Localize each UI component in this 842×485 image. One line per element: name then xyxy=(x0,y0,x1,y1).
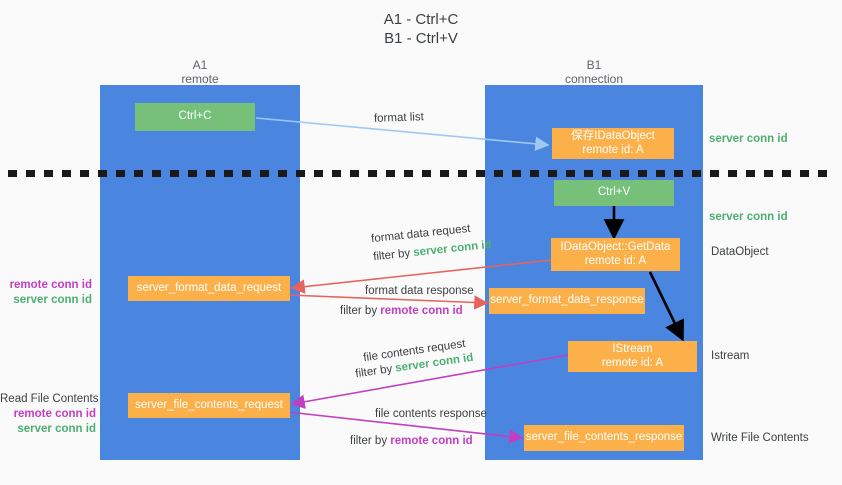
label-format-data-response-filter-key: remote conn id xyxy=(380,305,463,317)
column-b1-subtitle: connection xyxy=(564,72,624,86)
phase-divider xyxy=(8,170,834,177)
box-ctrl-v[interactable]: Ctrl+V xyxy=(554,180,674,206)
box-server-format-data-request[interactable]: server_format_data_request xyxy=(128,276,290,301)
box-ctrl-c[interactable]: Ctrl+C xyxy=(135,103,255,131)
box-server-file-contents-response[interactable]: server_file_contents_response xyxy=(524,425,684,451)
box-server-file-contents-response-label: server_file_contents_response xyxy=(525,431,683,444)
note-read-file-contents: Read File Contents xyxy=(0,393,99,405)
box-idataobject-getdata-line1: IDataObject::GetData xyxy=(560,241,671,253)
column-b1-title: B1 xyxy=(586,58,602,72)
box-ctrl-c-line1: Ctrl+C xyxy=(178,110,212,123)
label-format-data-request-filter-key: server conn id xyxy=(412,238,493,259)
note-file-server-conn-id: server conn id xyxy=(17,423,96,435)
note-file-conn-ids: Read File Contents remote conn id server… xyxy=(0,392,99,437)
column-a1-subtitle: remote xyxy=(181,72,219,86)
label-file-contents-response-filter-key: remote conn id xyxy=(390,435,473,447)
column-header-b1: B1 connection xyxy=(485,58,703,86)
page-title: A1 - Ctrl+C B1 - Ctrl+V xyxy=(0,10,842,48)
label-file-contents-response-filter-prefix: filter by xyxy=(350,435,391,447)
label-format-data-response: format data response xyxy=(365,285,474,297)
box-idataobject-getdata-line2: remote id: A xyxy=(584,254,647,267)
note-format-remote-conn-id: remote conn id xyxy=(9,279,92,291)
box-server-format-data-request-label: server_format_data_request xyxy=(136,281,282,294)
label-file-contents-response: file contents response xyxy=(375,408,487,420)
column-a1-title: A1 xyxy=(192,58,208,72)
box-ctrl-v-line1: Ctrl+V xyxy=(597,186,631,199)
note-format-conn-ids: remote conn id server conn id xyxy=(0,278,92,308)
label-format-data-response-filter: filter by remote conn id xyxy=(340,304,463,319)
box-idataobject-getdata[interactable]: IDataObject::GetData remote id: A xyxy=(551,238,680,271)
label-file-contents-request-filter-prefix: filter by xyxy=(354,362,397,381)
note-format-server-conn-id: server conn id xyxy=(13,294,92,306)
column-header-a1: A1 remote xyxy=(100,58,300,86)
note-server-conn-id-top: server conn id xyxy=(709,133,788,145)
title-line-1: A1 - Ctrl+C xyxy=(383,11,459,28)
note-server-conn-id-mid: server conn id xyxy=(709,211,788,223)
box-save-idataobject[interactable]: 保存IDataObject remote id: A xyxy=(552,128,674,159)
label-file-contents-response-filter: filter by remote conn id xyxy=(350,434,473,449)
label-format-data-request-filter-prefix: filter by xyxy=(372,247,414,264)
box-server-format-data-response-label: server_format_data_response xyxy=(490,294,644,307)
note-dataobject: DataObject xyxy=(711,246,769,258)
box-istream[interactable]: IStream remote id: A xyxy=(568,341,697,372)
box-server-file-contents-request[interactable]: server_file_contents_request xyxy=(128,393,290,418)
note-file-remote-conn-id: remote conn id xyxy=(13,408,96,420)
box-save-idataobject-line2: remote id: A xyxy=(582,143,644,156)
label-format-data-response-filter-prefix: filter by xyxy=(340,305,381,317)
box-save-idataobject-line1: 保存IDataObject xyxy=(571,130,655,142)
note-write-file-contents: Write File Contents xyxy=(711,432,809,444)
title-line-2: B1 - Ctrl+V xyxy=(384,30,458,47)
note-istream: Istream xyxy=(711,350,750,362)
box-server-format-data-response[interactable]: server_format_data_response xyxy=(489,288,645,314)
box-server-file-contents-request-label: server_file_contents_request xyxy=(135,398,283,411)
box-istream-line2: remote id: A xyxy=(601,356,664,369)
label-format-list: format list xyxy=(373,111,425,125)
box-istream-line1: IStream xyxy=(612,343,653,355)
